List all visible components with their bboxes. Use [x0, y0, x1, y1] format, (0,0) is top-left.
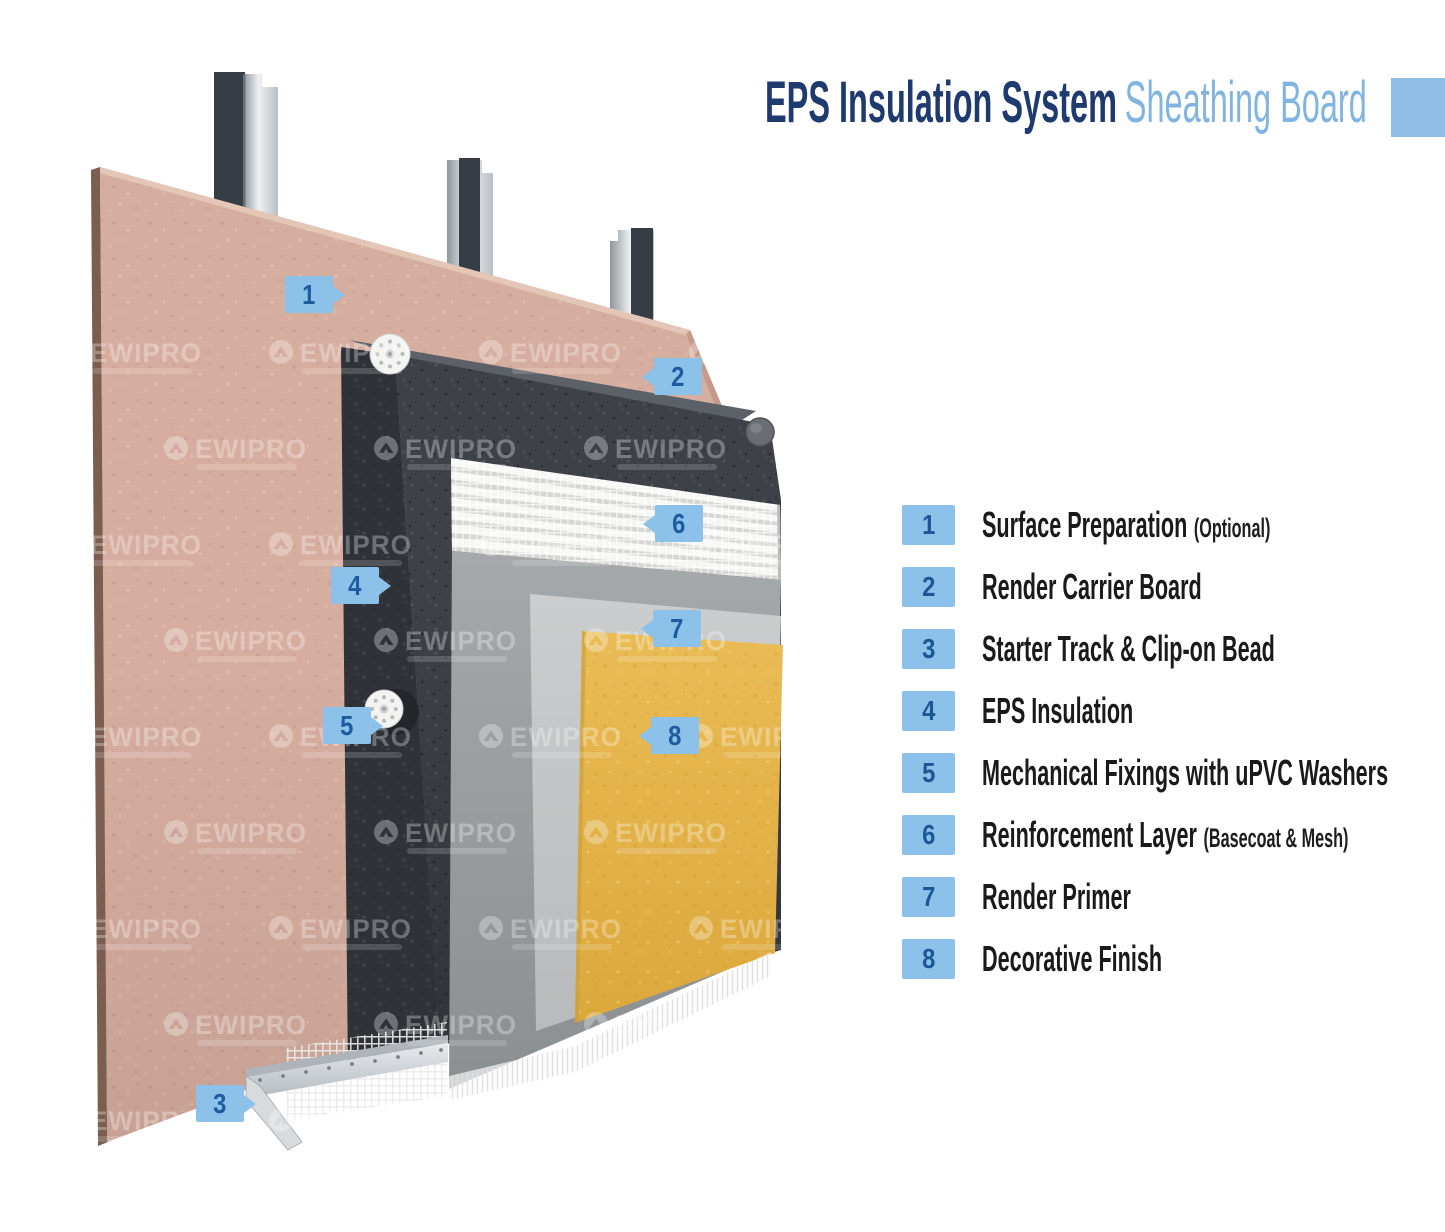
marker-number: 6: [672, 507, 686, 539]
legend-number-badge: 4: [902, 691, 955, 731]
legend-row: 6 Reinforcement Layer (Basecoat & Mesh): [902, 814, 1445, 856]
diagram-marker: 7: [641, 610, 701, 647]
legend-text: Render Primer: [982, 876, 1131, 918]
marker-pointer: [371, 716, 383, 735]
legend-text: Surface Preparation (Optional): [982, 504, 1270, 546]
legend-row: 1 Surface Preparation (Optional): [902, 504, 1445, 546]
diagram-marker: 4: [331, 567, 391, 604]
legend-number: 5: [921, 757, 936, 788]
marker-pointer: [379, 576, 391, 595]
diagram-marker: 1: [285, 276, 345, 313]
legend-note: (Optional): [1193, 513, 1271, 543]
legend-row: 5 Mechanical Fixings with uPVC Washers: [902, 752, 1445, 794]
legend-text: Starter Track & Clip-on Bead: [982, 628, 1275, 670]
legend: 1 Surface Preparation (Optional) 2 Rende…: [902, 504, 1445, 1001]
bottom-mesh-fringe: [449, 952, 771, 1100]
legend-number: 2: [921, 571, 936, 602]
legend-number-badge: 6: [902, 815, 955, 855]
legend-label: Mechanical Fixings with uPVC Washers: [982, 752, 1389, 793]
marker-number: 2: [671, 360, 685, 392]
legend-text: Reinforcement Layer (Basecoat & Mesh): [982, 814, 1348, 856]
marker-number: 5: [340, 709, 354, 741]
legend-text: Mechanical Fixings with uPVC Washers: [982, 752, 1388, 794]
diagram-marker: 6: [643, 505, 703, 542]
legend-number-badge: 3: [902, 629, 955, 669]
legend-number: 1: [921, 509, 936, 540]
legend-row: 8 Decorative Finish: [902, 938, 1445, 980]
marker-pointer: [639, 726, 651, 745]
legend-label: Starter Track & Clip-on Bead: [982, 628, 1275, 669]
legend-label: Render Primer: [982, 876, 1131, 917]
corner-accent-square: [1391, 78, 1445, 137]
legend-text: Decorative Finish: [982, 938, 1162, 980]
legend-number: 7: [921, 881, 936, 912]
legend-number: 4: [921, 695, 936, 726]
marker-pointer: [333, 285, 345, 304]
legend-number: 6: [921, 819, 936, 850]
marker-number: 8: [668, 719, 682, 751]
legend-label: Reinforcement Layer: [982, 814, 1197, 855]
legend-number: 3: [921, 633, 936, 664]
legend-number: 8: [921, 943, 936, 974]
legend-number-badge: 8: [902, 939, 955, 979]
marker-number: 4: [348, 569, 362, 601]
diagram-marker: 2: [642, 358, 702, 395]
diagram-marker: 8: [639, 717, 699, 754]
legend-row: 4 EPS Insulation: [902, 690, 1445, 732]
legend-label: EPS Insulation: [982, 690, 1134, 731]
title-sub: Sheathing Board: [1124, 70, 1367, 135]
corner-fixing-peg: [745, 417, 775, 447]
legend-text: Render Carrier Board: [982, 566, 1202, 608]
legend-number-badge: 5: [902, 753, 955, 793]
marker-number: 1: [302, 278, 316, 310]
legend-number-badge: 1: [902, 505, 955, 545]
diagram-marker: 5: [323, 707, 383, 744]
marker-pointer: [643, 514, 655, 533]
legend-label: Surface Preparation: [982, 504, 1188, 545]
legend-row: 7 Render Primer: [902, 876, 1445, 918]
marker-number: 3: [213, 1087, 227, 1119]
legend-number-badge: 7: [902, 877, 955, 917]
metal-stud: [214, 72, 278, 240]
marker-pointer: [244, 1094, 256, 1113]
marker-number: 7: [670, 612, 684, 644]
title-main: EPS Insulation System: [765, 70, 1117, 135]
legend-row: 3 Starter Track & Clip-on Bead: [902, 628, 1445, 670]
marker-pointer: [642, 367, 654, 386]
diagram-marker: 3: [196, 1085, 256, 1122]
legend-text: EPS Insulation: [982, 690, 1133, 732]
legend-label: Decorative Finish: [982, 938, 1163, 979]
legend-label: Render Carrier Board: [982, 566, 1202, 607]
legend-note: (Basecoat & Mesh): [1203, 823, 1349, 853]
legend-row: 2 Render Carrier Board: [902, 566, 1445, 608]
legend-number-badge: 2: [902, 567, 955, 607]
marker-pointer: [641, 619, 653, 638]
